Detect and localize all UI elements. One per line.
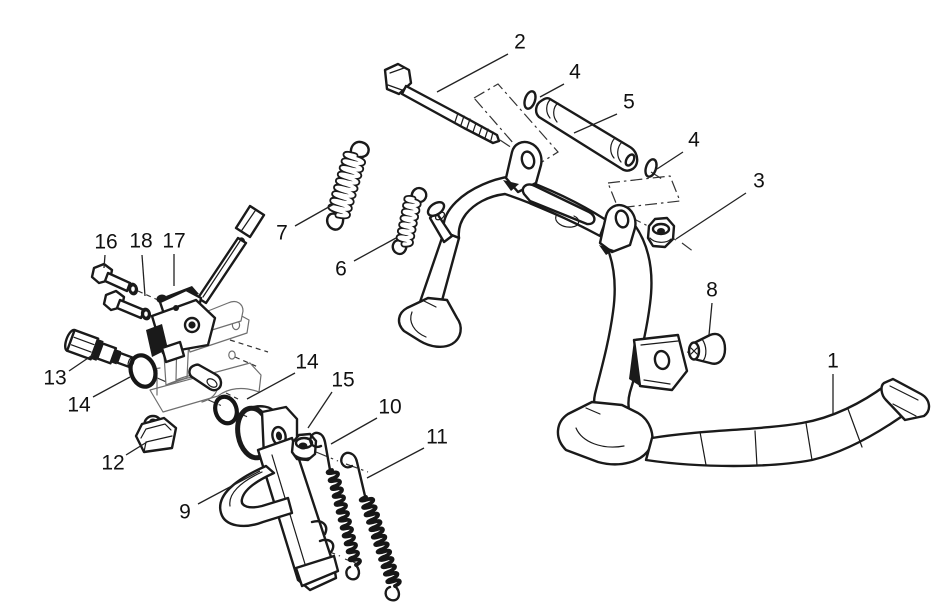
spacer-sleeve [534, 96, 639, 172]
side-stand [218, 405, 340, 592]
buffer-bracket [629, 333, 689, 392]
leader-line-2 [436, 53, 509, 93]
leader-line-4 [539, 83, 565, 98]
spring-side-11 [340, 451, 402, 602]
pivot-pin [188, 363, 223, 392]
spring-thin-10 [309, 431, 362, 581]
leader-line-3 [675, 192, 747, 240]
washer-rear [644, 158, 658, 178]
part-callout-8: 8 [706, 279, 718, 302]
leader-line-8 [708, 302, 713, 336]
o-ring-rear [213, 394, 239, 426]
leader-line-13 [68, 353, 95, 372]
part-callout-3: 3 [753, 170, 765, 193]
center-stand-frame [397, 140, 931, 468]
part-callout-12: 12 [101, 452, 124, 475]
part-callout-9: 9 [179, 501, 191, 524]
part-callout-2: 2 [514, 31, 526, 54]
rubber-pad-12 [134, 414, 178, 454]
spring-small [391, 186, 428, 256]
leader-line-14 [92, 376, 131, 398]
part-callout-6: 6 [335, 258, 347, 281]
o-ring-front [128, 353, 158, 389]
leader-line-7 [294, 203, 335, 227]
pivot-nut [646, 216, 676, 249]
part-callout-5: 5 [623, 91, 635, 114]
part-callout-7: 7 [276, 222, 288, 245]
part-callout-1: 1 [827, 350, 839, 373]
part-callout-4: 4 [569, 61, 581, 84]
part-callout-14: 14 [295, 351, 319, 374]
part-callout-11: 11 [426, 426, 448, 449]
leader-line-15 [307, 391, 333, 429]
part-callout-15: 15 [331, 369, 354, 392]
leader-line-10 [330, 417, 378, 445]
leader-line-9 [197, 470, 261, 505]
part-callout-16: 16 [94, 231, 117, 254]
part-callout-17: 17 [162, 230, 185, 253]
leader-line-5 [573, 113, 618, 134]
spring-large [325, 140, 370, 231]
washer-pair-18 [127, 282, 152, 321]
leader-line-11 [366, 447, 425, 479]
pivot-bolt [383, 62, 501, 145]
flange-nut-15 [290, 432, 318, 462]
plunger-13 [64, 328, 135, 369]
part-callout-13: 13 [43, 367, 66, 390]
leader-line-16 [103, 254, 106, 269]
spring-anchor-post [426, 200, 454, 244]
mounting-bracket-ghost [149, 300, 262, 413]
part-callout-4: 4 [688, 129, 700, 152]
stand-switch-assembly [146, 204, 266, 364]
part-callout-14: 14 [67, 394, 91, 417]
rubber-buffer [687, 332, 727, 365]
leader-line-12 [125, 441, 148, 456]
leader-line-14 [246, 372, 296, 400]
part-callout-18: 18 [129, 230, 152, 253]
part-callout-10: 10 [378, 396, 401, 419]
leader-line-6 [353, 237, 397, 262]
leader-line-18 [141, 254, 146, 297]
washer-front [523, 90, 537, 110]
leader-line-4 [656, 151, 684, 170]
